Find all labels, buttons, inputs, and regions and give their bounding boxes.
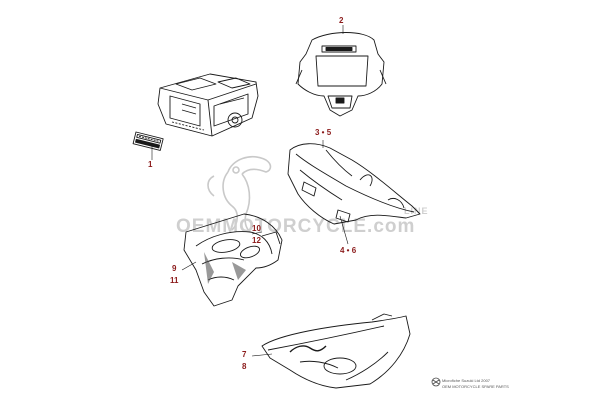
footer-line-2: OEM MOTORCYCLE SPARE PARTS [442, 384, 509, 389]
leader-9 [181, 261, 197, 271]
watermark-side-text: LINE [404, 206, 429, 216]
part-2-headlight-cowl [295, 32, 387, 117]
leader-4 [339, 215, 349, 245]
tool-tray-part [157, 73, 259, 137]
callout-3-5: 3 • 5 [315, 128, 332, 137]
callout-2: 2 [339, 16, 344, 25]
leader-7 [251, 353, 273, 357]
callout-11: 11 [170, 276, 179, 285]
callout-12: 12 [252, 236, 261, 245]
part-3-seat-tail [287, 143, 421, 225]
callout-1: 1 [148, 160, 153, 169]
footer-line-1: Microfiche Suzuki Ltd 2007 [442, 378, 491, 383]
leader-10 [251, 231, 263, 235]
part-9-tank-shroud [183, 213, 283, 307]
callout-8: 8 [242, 362, 247, 371]
callout-9: 9 [172, 264, 177, 273]
callout-4-6: 4 • 6 [340, 246, 357, 255]
callout-10: 10 [252, 224, 261, 233]
part-7-side-cover [261, 313, 411, 389]
oem-logo-icon [431, 377, 441, 387]
callout-7: 7 [242, 350, 247, 359]
part-1-emblem [132, 131, 164, 151]
